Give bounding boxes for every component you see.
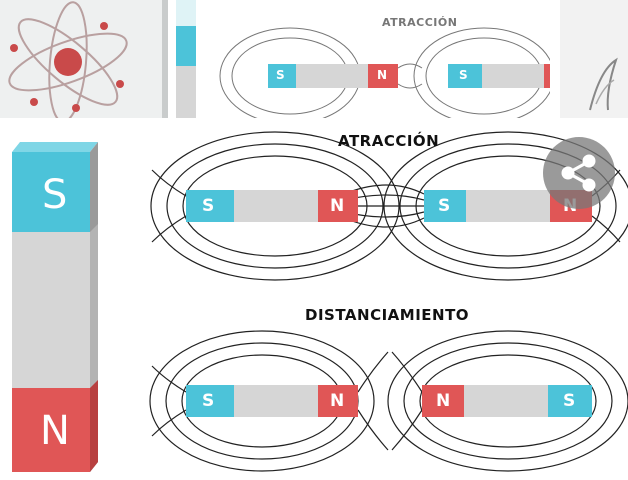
bar-magnet-top-pole: S xyxy=(42,172,68,218)
sketch-icon xyxy=(589,57,618,111)
repulsion-magnet-1-left-pole: S xyxy=(202,391,215,411)
share-icon xyxy=(561,154,596,192)
thumbnail-partial[interactable] xyxy=(176,0,196,118)
thumbnail-sketch[interactable] xyxy=(560,0,628,118)
atom-icon xyxy=(8,1,128,118)
bar-magnet-figure xyxy=(12,142,98,472)
attraction-title: ATRACCIÓN xyxy=(338,132,440,150)
attraction-magnet-1-left-pole: S xyxy=(202,196,215,216)
bar-magnet-bottom-pole: N xyxy=(40,408,71,454)
preview-title: ATRACCIÓN xyxy=(382,16,458,29)
attraction-magnet-2-left-pole: S xyxy=(438,196,451,216)
repulsion-magnet-1-right-pole: N xyxy=(330,391,345,411)
repulsion-title: DISTANCIAMIENTO xyxy=(305,306,470,324)
preview-pole-n: N xyxy=(377,68,388,82)
attraction-preview-image xyxy=(219,27,550,118)
preview-pole-s-2: S xyxy=(459,68,469,82)
thumbnail-attraction-preview[interactable]: ATRACCIÓN S N S xyxy=(198,0,550,118)
thumbnail-atom[interactable] xyxy=(0,0,168,118)
attraction-magnet-1-right-pole: N xyxy=(330,196,345,216)
repulsion-magnet-2-left-pole: N xyxy=(436,391,451,411)
partial-magnet-image xyxy=(176,26,196,118)
preview-pole-s: S xyxy=(276,68,286,82)
share-button[interactable] xyxy=(543,137,615,209)
repulsion-magnet-2-right-pole: S xyxy=(563,391,576,411)
